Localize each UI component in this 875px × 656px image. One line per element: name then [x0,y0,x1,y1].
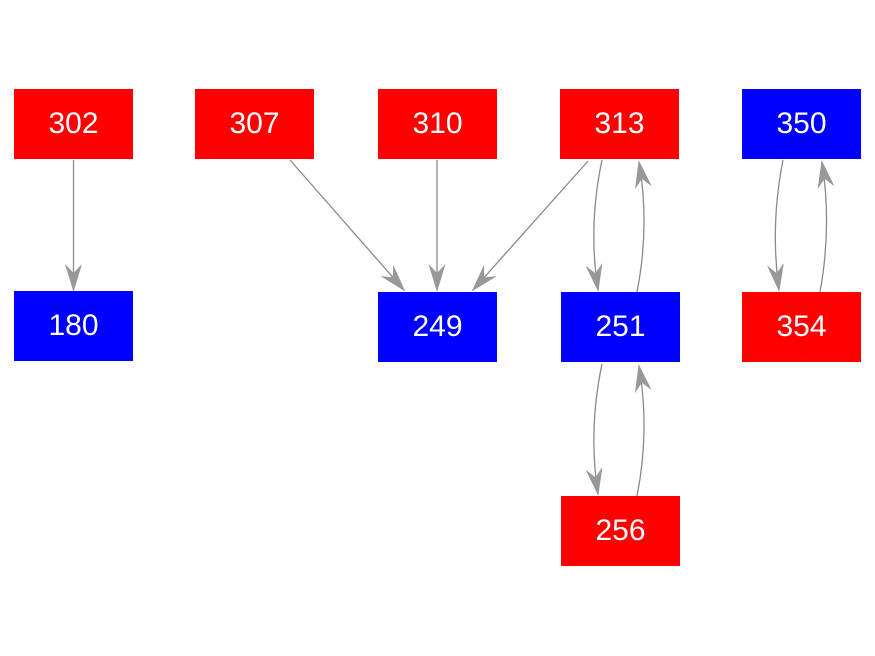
node-310[interactable]: 310 [378,89,497,159]
node-313-label: 313 [594,107,645,140]
node-249[interactable]: 249 [378,292,497,362]
node-251[interactable]: 251 [561,292,680,362]
edge-354-350 [817,160,835,293]
edge-251-313 [635,160,652,293]
edge-251-256 [585,363,603,496]
node-307[interactable]: 307 [195,89,314,159]
edge-313-251 [585,159,603,292]
node-256-label: 256 [595,514,646,547]
node-313[interactable]: 313 [560,89,679,159]
edge-350-354 [766,159,784,292]
edge-256-251 [634,364,652,497]
edge-313-249 [471,160,589,292]
node-307-label: 307 [229,107,280,140]
node-350-label: 350 [776,107,827,140]
node-350[interactable]: 350 [742,89,861,159]
node-251-label: 251 [595,310,646,343]
node-180[interactable]: 180 [14,291,133,361]
node-302[interactable]: 302 [14,89,133,159]
node-256[interactable]: 256 [561,496,680,566]
edge-307-249 [289,159,406,292]
node-302-label: 302 [48,107,99,140]
node-354-label: 354 [776,310,827,343]
node-354[interactable]: 354 [742,292,861,362]
node-310-label: 310 [412,107,463,140]
node-249-label: 249 [412,310,463,343]
node-180-label: 180 [48,309,99,342]
